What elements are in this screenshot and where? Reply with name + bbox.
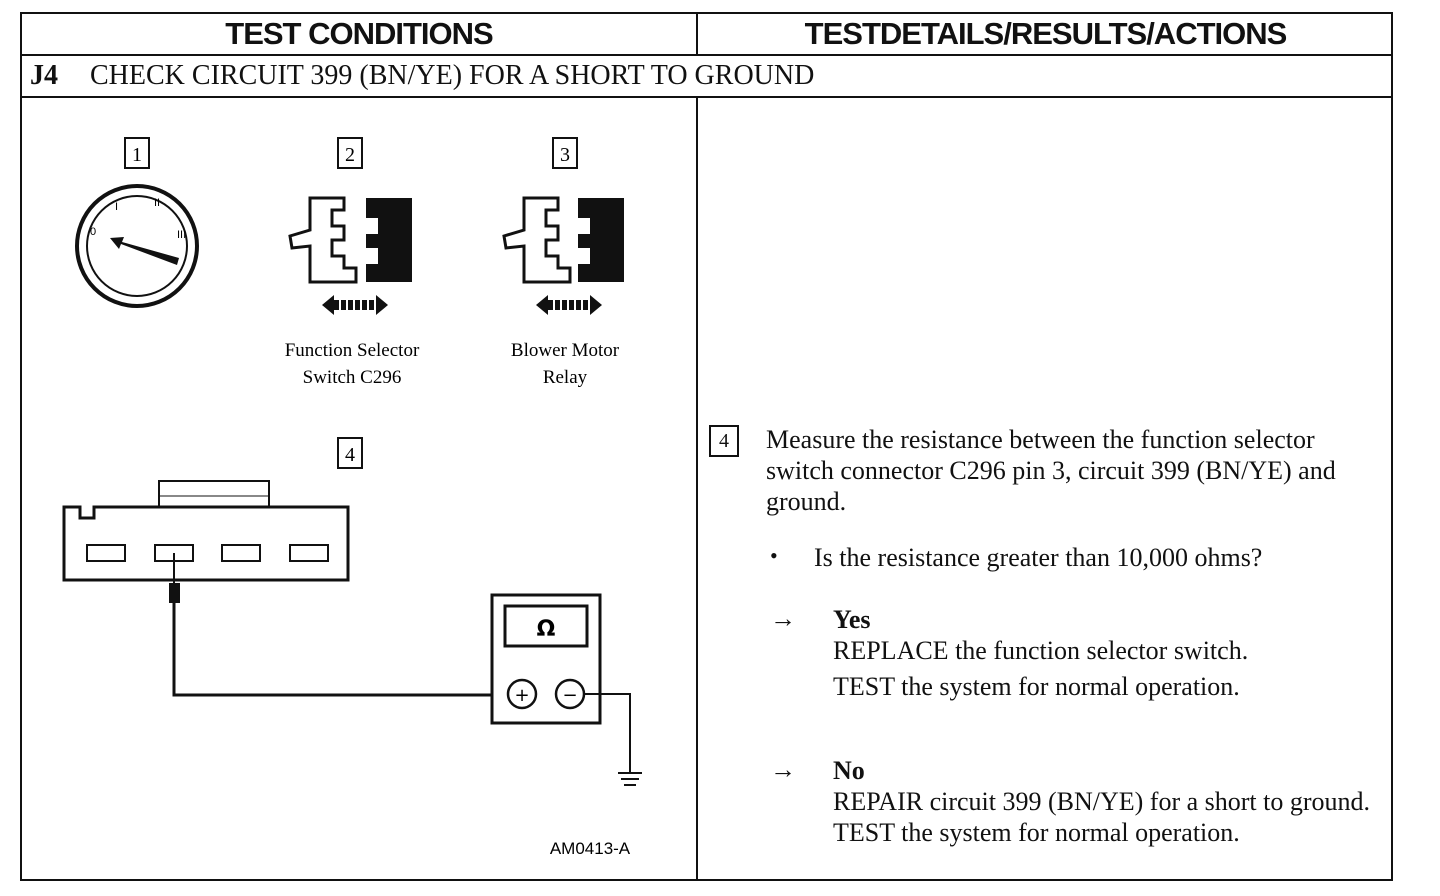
svg-text:II: II [154,197,160,209]
step-title-row: J4 CHECK CIRCUIT 399 (BN/YE) FOR A SHORT… [22,56,1393,98]
resistance-question: Is the resistance greater than 10,000 oh… [814,543,1263,572]
svg-text:Ω: Ω [537,617,556,642]
no-answer: No REPAIR circuit 399 (BN/YE) for a shor… [833,755,1378,848]
no-action: REPAIR circuit 399 (BN/YE) for a short t… [833,787,1371,847]
step-number-badge: 4 [709,425,739,457]
test-conditions-header: TEST CONDITIONS [22,14,698,56]
svg-text:2: 2 [345,144,355,166]
step-title: CHECK CIRCUIT 399 (BN/YE) FOR A SHORT TO… [90,60,815,91]
svg-text:3: 3 [560,144,570,166]
step-box-2: 2 [337,137,363,169]
test-results-column: 4 Measure the resistance between the fun… [698,98,1393,881]
svg-text:−: − [562,685,577,706]
test-lead-wire [169,553,508,697]
no-arrow-icon: → [770,755,796,784]
ohmmeter-icon: Ω + − [490,593,602,725]
no-label: No [833,756,865,785]
step-box-4: 4 [337,437,363,469]
step-box-1: 1 [124,137,150,169]
bullet: • [770,543,778,568]
svg-text:I: I [115,201,118,213]
ground-symbol-icon [584,693,642,786]
svg-text:4: 4 [345,444,355,466]
step-box-3: 3 [552,137,578,169]
svg-text:+: + [514,685,529,706]
function-selector-connector-icon [288,196,412,315]
yes-action-1: REPLACE the function selector switch. [833,636,1249,665]
test-details-header: TESTDETAILS/RESULTS/ACTIONS [698,14,1393,56]
step-id: J4 [30,60,58,91]
svg-text:1: 1 [132,144,142,166]
yes-arrow-icon: → [770,604,796,633]
blower-relay-label-2: Relay [543,367,588,388]
procedure-table: TEST CONDITIONS TESTDETAILS/RESULTS/ACTI… [20,12,1393,881]
c296-connector-face-icon [62,480,350,582]
test-setup-illustration: 1 0 I II III 2 [62,137,642,858]
yes-answer: Yes REPLACE the function selector switch… [833,604,1248,702]
figure-id: AM0413-A [550,839,631,858]
blower-relay-connector-icon [502,196,624,315]
measure-instruction: Measure the resistance between the funct… [766,425,1336,516]
svg-text:III: III [177,229,186,241]
yes-label: Yes [833,605,871,634]
blower-relay-label-1: Blower Motor [511,340,620,361]
yes-action-2: TEST the system for normal operation. [833,672,1240,701]
svg-text:0: 0 [90,226,96,238]
function-selector-label-2: Switch C296 [303,367,402,388]
ignition-switch-icon: 0 I II III [75,184,199,308]
column-divider [696,98,698,881]
test-conditions-diagram: 1 0 I II III 2 [22,98,696,881]
function-selector-label-1: Function Selector [285,340,420,361]
